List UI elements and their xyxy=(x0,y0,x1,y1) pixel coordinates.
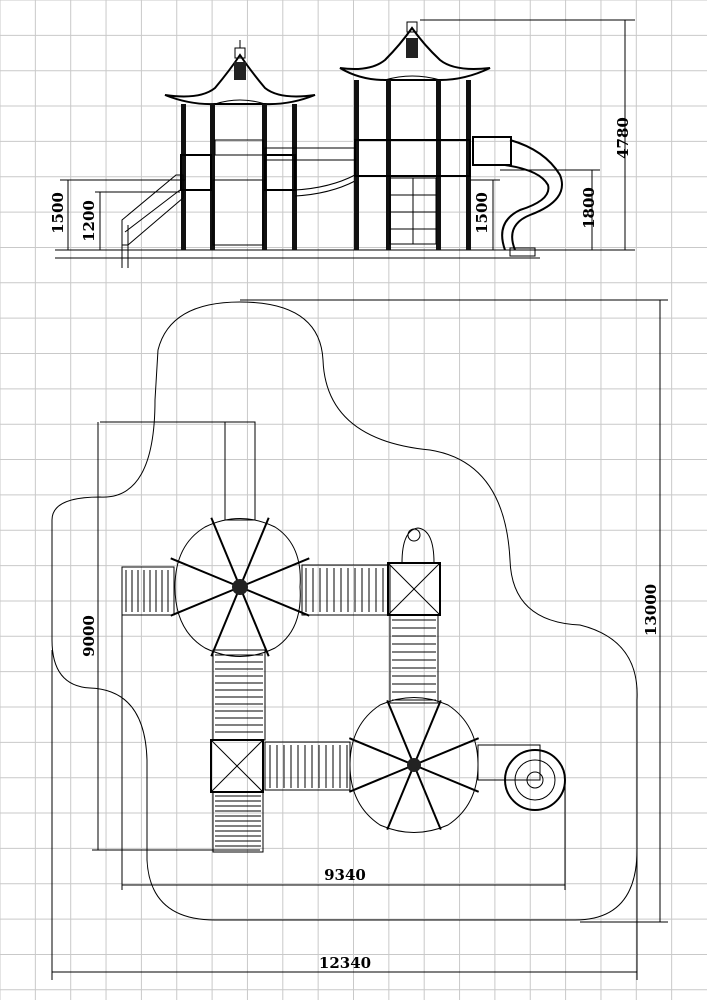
plan-left-roof xyxy=(170,517,310,657)
left-stairs xyxy=(121,174,184,268)
elevation-view: 4780 1800 1500 1500 1200 xyxy=(49,19,635,268)
dim-13000: 13000 xyxy=(642,584,660,636)
dim-1500-left: 1500 xyxy=(49,192,67,234)
dim-9340: 9340 xyxy=(324,866,366,884)
plan-right-roof xyxy=(348,697,480,833)
elevation-dimensions xyxy=(60,19,635,251)
dim-1500-middle: 1500 xyxy=(473,192,491,234)
plan-dimensions xyxy=(51,299,668,980)
plan-view: 13000 9000 9340 12340 xyxy=(51,299,668,980)
dim-9000: 9000 xyxy=(80,615,98,657)
left-tower-roof xyxy=(164,40,316,106)
right-tower-roof xyxy=(339,21,491,81)
climbing-net xyxy=(389,177,437,245)
dim-4780: 4780 xyxy=(614,117,632,159)
dim-1200-left: 1200 xyxy=(80,200,98,242)
left-ladder xyxy=(212,179,264,246)
dim-12340: 12340 xyxy=(319,954,371,972)
plan-left-stairs xyxy=(121,566,175,616)
safety-zone-outline xyxy=(51,301,638,921)
dim-1800: 1800 xyxy=(580,187,598,229)
spiral-slide xyxy=(472,136,563,257)
